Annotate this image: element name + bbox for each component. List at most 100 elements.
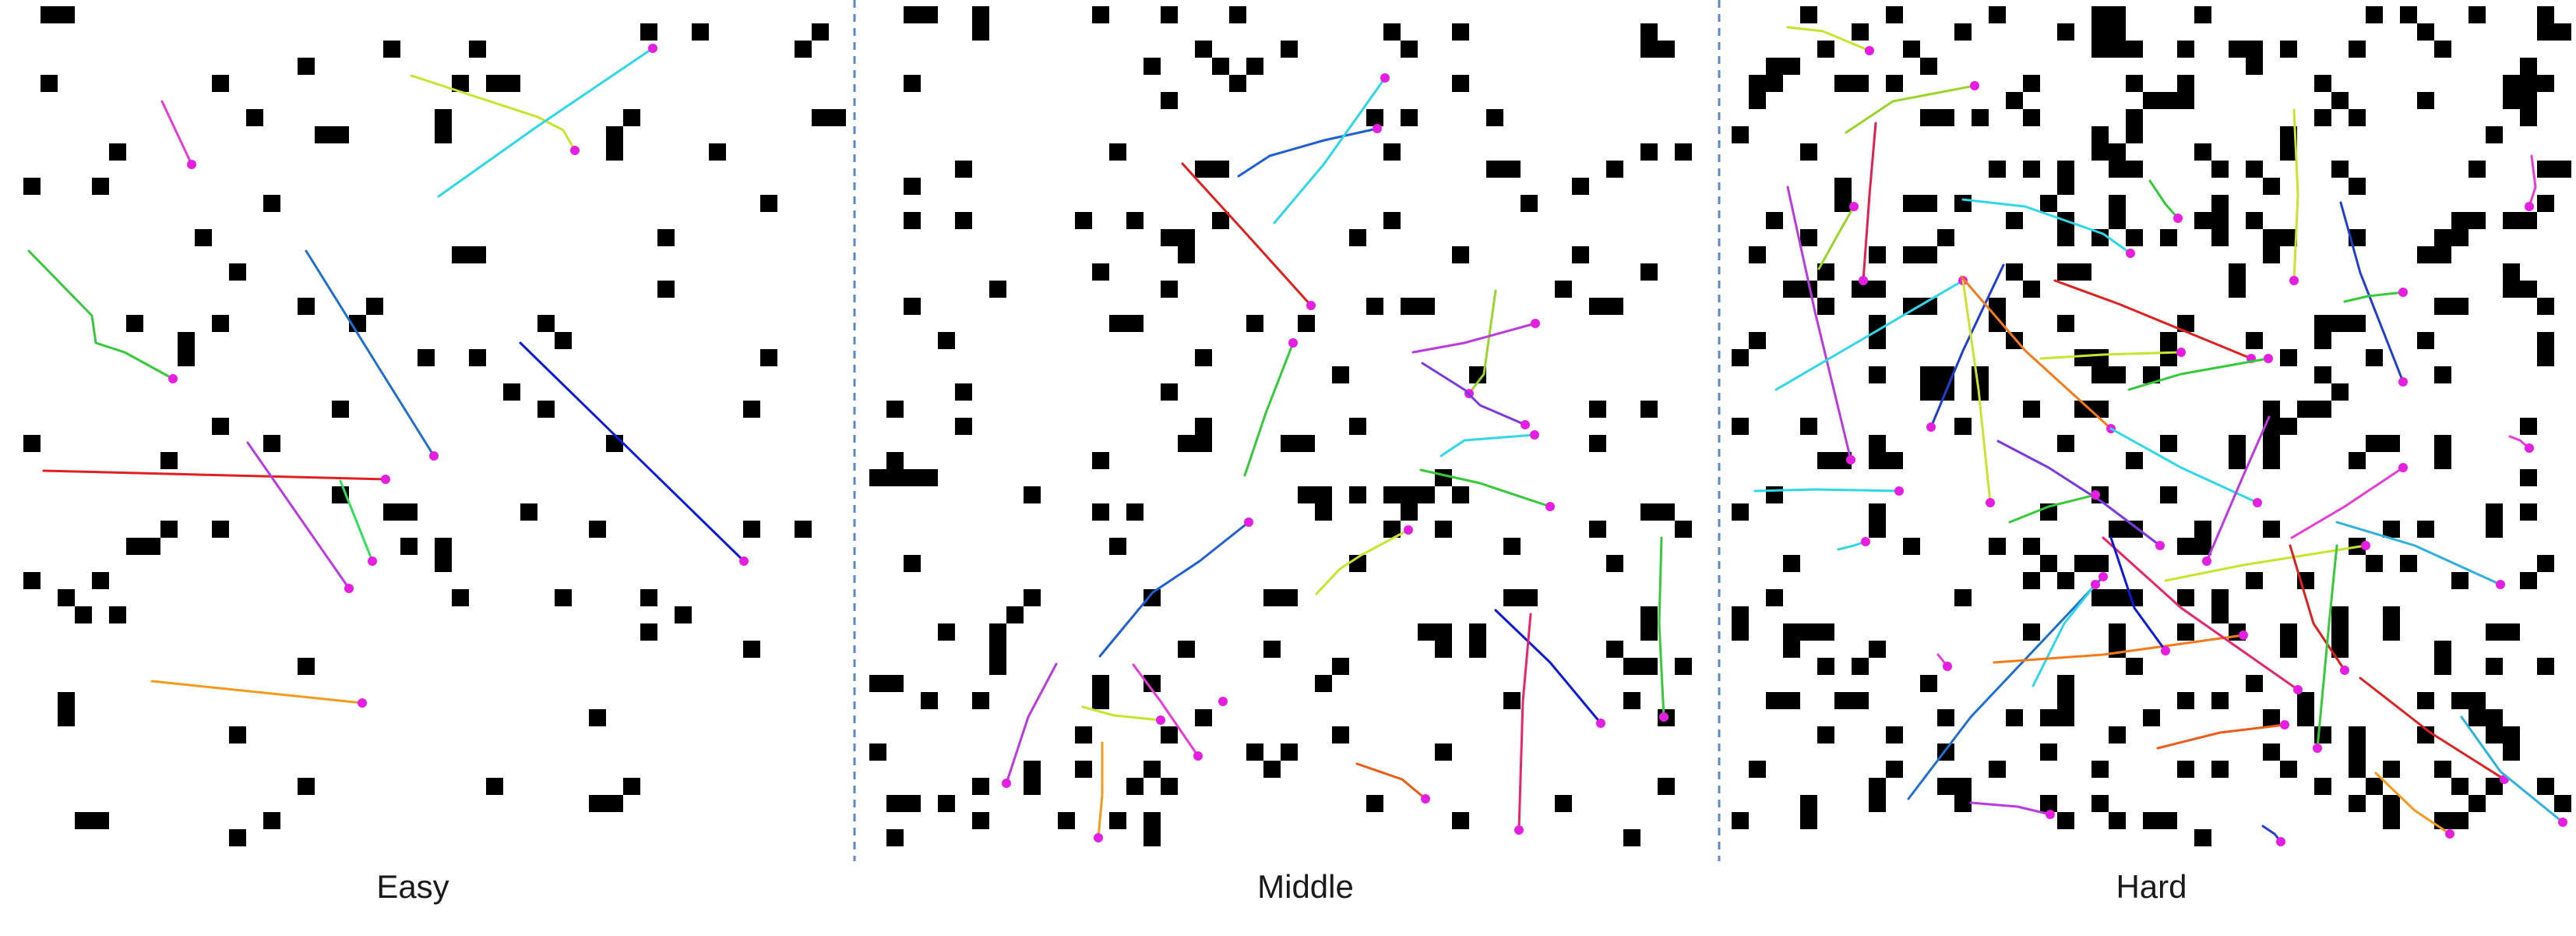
- obstacle-block: [2040, 555, 2057, 572]
- obstacle-block: [709, 143, 726, 161]
- obstacle-block: [2417, 23, 2434, 41]
- obstacle-block: [1315, 503, 1332, 521]
- obstacle-block: [2280, 623, 2297, 641]
- obstacle-block: [2109, 23, 2126, 41]
- obstacle-block: [2520, 503, 2537, 521]
- robot-path: [2339, 201, 2405, 383]
- obstacle-block: [2143, 92, 2160, 109]
- obstacle-block: [2177, 75, 2194, 92]
- obstacle-block: [1572, 178, 1589, 195]
- obstacle-block: [503, 383, 520, 401]
- obstacle-block: [1623, 829, 1640, 846]
- obstacle-block: [1435, 469, 1452, 486]
- obstacle-block: [1109, 315, 1144, 332]
- obstacle-block: [555, 589, 572, 606]
- obstacle-block: [1869, 795, 1886, 812]
- obstacle-block: [1903, 41, 1920, 58]
- obstacle-block: [1486, 109, 1503, 126]
- obstacle-block: [1989, 315, 2006, 332]
- path-endpoint-dot: [2099, 572, 2108, 581]
- obstacle-block: [2091, 143, 2109, 161]
- obstacle-block: [2229, 435, 2246, 469]
- obstacle-block: [2297, 401, 2314, 418]
- obstacle-block: [2537, 555, 2554, 572]
- obstacle-block: [246, 109, 263, 126]
- robot-path: [1411, 322, 1537, 354]
- obstacle-block: [2537, 23, 2571, 41]
- robot-path: [1961, 279, 1992, 504]
- obstacle-block: [2280, 126, 2297, 143]
- obstacle-block: [2194, 538, 2211, 555]
- obstacle-block: [2537, 349, 2554, 366]
- obstacle-block: [2331, 623, 2349, 641]
- obstacle-block: [229, 263, 246, 281]
- obstacle-block: [435, 538, 452, 555]
- robot-path: [1419, 468, 1552, 508]
- obstacle-block: [1869, 452, 1886, 469]
- obstacle-block: [2074, 263, 2091, 281]
- obstacle-block: [1640, 143, 1658, 161]
- obstacle-block: [1229, 75, 1246, 92]
- obstacle-block: [589, 795, 623, 812]
- obstacle-block: [1783, 58, 1800, 75]
- obstacle-block: [1869, 521, 1886, 538]
- robot-path: [1315, 528, 1410, 595]
- robot-path: [2205, 415, 2271, 563]
- obstacle-block: [2006, 212, 2023, 229]
- obstacle-block: [212, 521, 229, 538]
- robot-path: [1081, 705, 1162, 722]
- obstacle-block: [2263, 709, 2280, 726]
- obstacle-block: [2194, 212, 2211, 229]
- obstacle-block: [1229, 6, 1246, 23]
- obstacle-block: [41, 6, 75, 23]
- robot-path: [1786, 185, 1852, 461]
- obstacle-block: [23, 572, 41, 589]
- obstacle-block: [1263, 761, 1281, 778]
- obstacle-block: [2486, 521, 2503, 538]
- obstacle-block: [1589, 298, 1606, 315]
- obstacle-block: [2349, 795, 2366, 812]
- obstacle-block: [1075, 761, 1092, 778]
- obstacle-block: [1195, 41, 1212, 58]
- obstacle-block: [1212, 58, 1229, 75]
- obstacle-block: [1401, 41, 1418, 58]
- obstacle-block: [2469, 692, 2486, 726]
- obstacle-block: [2280, 641, 2297, 658]
- obstacle-block: [2417, 692, 2434, 709]
- obstacle-block: [2503, 212, 2520, 229]
- obstacle-block: [2143, 709, 2160, 726]
- obstacle-block: [1435, 623, 1452, 658]
- obstacle-block: [2246, 161, 2263, 178]
- path-endpoint-dot: [2293, 685, 2303, 694]
- obstacle-block: [904, 555, 921, 572]
- obstacle-block: [2297, 709, 2314, 726]
- path-endpoint-dot: [1421, 794, 1430, 804]
- obstacle-block: [1366, 109, 1383, 126]
- obstacle-block: [1452, 75, 1469, 92]
- path-endpoint-dot: [2155, 541, 2165, 550]
- path-endpoint-dot: [2253, 498, 2262, 507]
- path-endpoint-dot: [358, 698, 367, 708]
- path-endpoint-dot: [1404, 525, 1413, 535]
- obstacle-block: [2109, 212, 2126, 229]
- obstacle-block: [383, 41, 400, 58]
- obstacle-block: [812, 109, 846, 126]
- obstacle-block: [1869, 503, 1886, 521]
- obstacle-block: [2023, 281, 2040, 298]
- obstacle-block: [1783, 555, 1800, 572]
- obstacle-block: [2057, 812, 2074, 829]
- obstacle-block: [2057, 161, 2074, 178]
- obstacle-block: [2520, 75, 2537, 109]
- obstacle-block: [2040, 744, 2057, 761]
- obstacle-block: [2263, 246, 2280, 263]
- obstacle-block: [2417, 726, 2434, 744]
- obstacle-block: [2349, 41, 2366, 58]
- obstacle-block: [2246, 332, 2263, 349]
- obstacle-block: [2434, 229, 2451, 263]
- obstacle-block: [1834, 75, 1869, 92]
- obstacle-block: [2109, 6, 2126, 23]
- obstacle-block: [2263, 435, 2280, 452]
- robot-path: [2316, 544, 2338, 750]
- path-endpoint-dot: [1659, 712, 1669, 722]
- obstacle-block: [606, 126, 623, 143]
